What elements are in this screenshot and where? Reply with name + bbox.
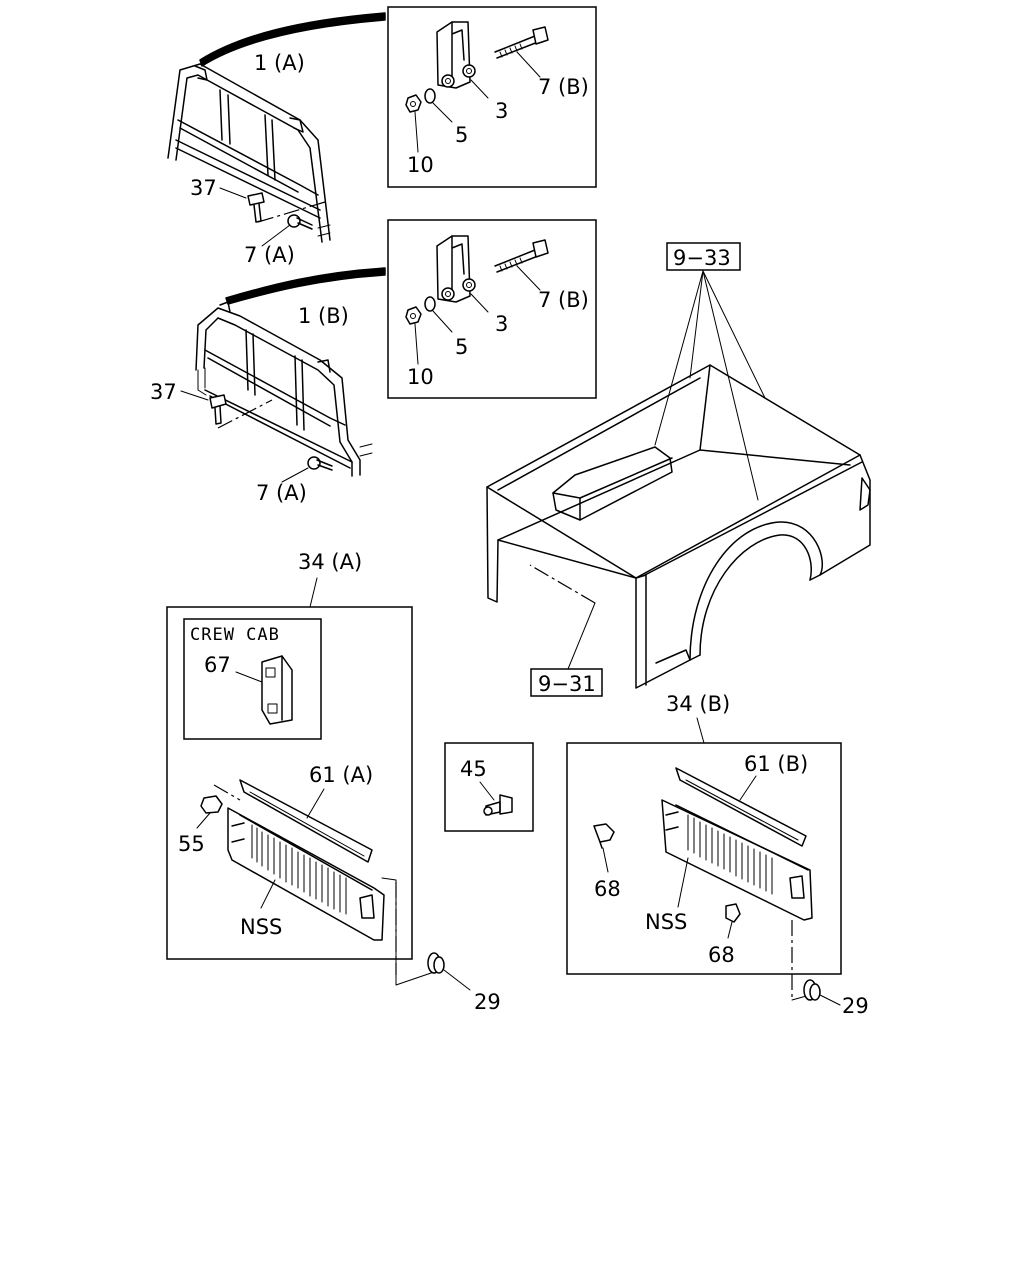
label-7a-mid: 7 (A) bbox=[256, 481, 307, 505]
label-45: 45 bbox=[460, 757, 487, 781]
label-10-mid: 10 bbox=[407, 365, 434, 389]
bolt-37-mid bbox=[209, 394, 227, 425]
part-45-box bbox=[444, 742, 534, 832]
label-10-top: 10 bbox=[407, 153, 434, 177]
clip-68-right bbox=[725, 903, 741, 923]
label-61b: 61 (B) bbox=[744, 752, 808, 776]
bracket-67 bbox=[261, 655, 293, 725]
bolt-7a-top bbox=[287, 214, 313, 230]
tailgate-box-a bbox=[166, 606, 413, 960]
washer-5-top bbox=[424, 88, 436, 104]
label-5-mid: 5 bbox=[455, 335, 468, 359]
bolt-37-top bbox=[247, 192, 265, 223]
label-34a: 34 (A) bbox=[298, 550, 362, 574]
label-34b: 34 (B) bbox=[666, 692, 730, 716]
label-55: 55 bbox=[178, 832, 205, 856]
label-67: 67 bbox=[204, 653, 231, 677]
label-68-right: 68 bbox=[708, 943, 735, 967]
cover-61a bbox=[239, 779, 373, 863]
label-9-31: 9−31 bbox=[538, 672, 596, 696]
label-crew-cab: CREW CAB bbox=[190, 625, 280, 645]
bolt-7a-mid bbox=[307, 456, 333, 471]
label-61a: 61 (A) bbox=[309, 763, 373, 787]
label-9-33: 9−33 bbox=[673, 246, 731, 270]
label-7b-top: 7 (B) bbox=[538, 75, 589, 99]
label-37-top: 37 bbox=[190, 176, 217, 200]
headboard-frame-a bbox=[167, 12, 386, 243]
label-5-top: 5 bbox=[455, 123, 468, 147]
bracket-3-top bbox=[436, 21, 476, 89]
washer-5-mid bbox=[424, 296, 436, 312]
label-7b-mid: 7 (B) bbox=[538, 288, 589, 312]
label-1b: 1 (B) bbox=[298, 304, 349, 328]
label-3-top: 3 bbox=[495, 99, 508, 123]
label-nss-a: NSS bbox=[240, 915, 282, 939]
detail-box-mid bbox=[387, 219, 597, 399]
ref-box-9-31 bbox=[530, 668, 603, 697]
bolt-7b-mid-shape bbox=[494, 239, 549, 273]
truck-bed bbox=[486, 364, 871, 689]
ref-box-9-33 bbox=[666, 242, 741, 271]
label-37-mid: 37 bbox=[150, 380, 177, 404]
nut-10-mid bbox=[405, 306, 422, 325]
label-29-right: 29 bbox=[842, 994, 869, 1018]
grommet-29-right bbox=[803, 979, 821, 1001]
tailgate-panel-a bbox=[227, 807, 385, 941]
label-1a: 1 (A) bbox=[254, 51, 305, 75]
bracket-3-mid bbox=[436, 235, 476, 303]
label-nss-b: NSS bbox=[645, 910, 687, 934]
label-29-left: 29 bbox=[474, 990, 501, 1014]
tailgate-panel-b bbox=[661, 799, 813, 921]
cover-61b bbox=[675, 767, 807, 847]
detail-box-top bbox=[387, 6, 597, 188]
grommet-29-left bbox=[427, 952, 445, 974]
headboard-frame-b bbox=[195, 267, 386, 477]
clip-68-left bbox=[593, 823, 615, 849]
nut-10-top bbox=[405, 94, 422, 113]
bolt-7b-top-shape bbox=[494, 26, 549, 59]
label-7a-top: 7 (A) bbox=[244, 243, 295, 267]
label-3-mid: 3 bbox=[495, 312, 508, 336]
label-68-left: 68 bbox=[594, 877, 621, 901]
nut-55 bbox=[200, 795, 223, 814]
bolt-45 bbox=[483, 794, 513, 816]
crew-cab-box bbox=[183, 618, 322, 740]
